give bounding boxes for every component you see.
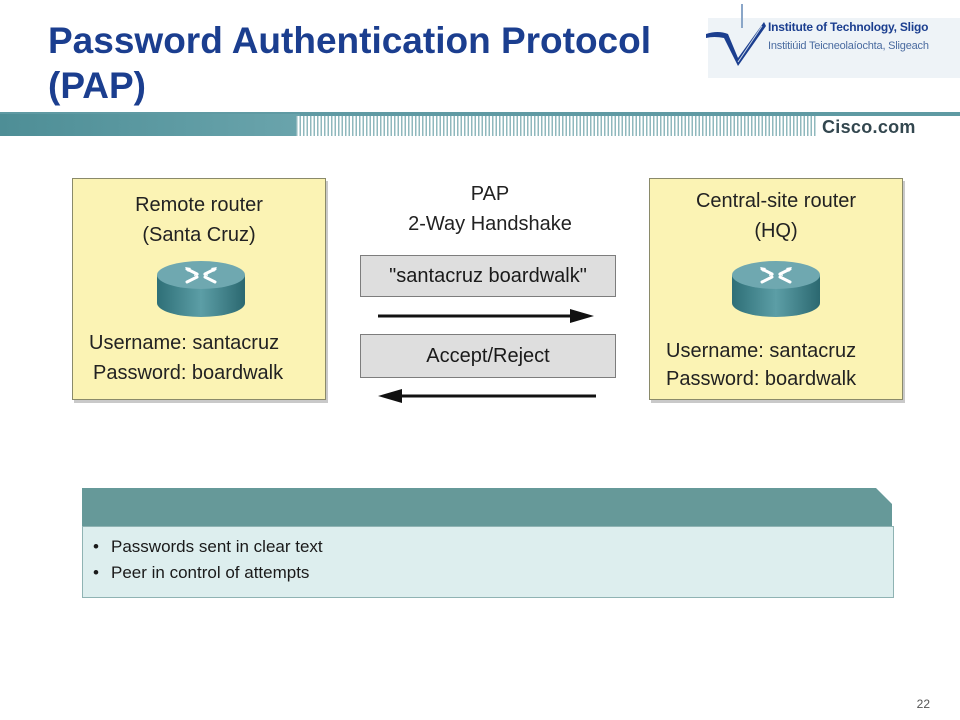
list-item: •Passwords sent in clear text — [93, 537, 323, 556]
central-router-password: Password: boardwalk — [666, 368, 857, 390]
request-message-label: "santacruz boardwalk" — [389, 265, 587, 287]
logo-mark-icon — [706, 4, 766, 66]
page-number: 22 — [916, 697, 930, 711]
remote-router-password: Password: boardwalk — [93, 362, 284, 384]
page-title: Password Authentication Protocol (PAP) — [48, 18, 768, 108]
header-band-strip — [0, 114, 300, 136]
summary-panel-body: •Passwords sent in clear text •Peer in c… — [82, 526, 894, 598]
central-router-username: Username: santacruz — [666, 340, 857, 362]
summary-panel: •Passwords sent in clear text •Peer in c… — [80, 486, 894, 598]
response-message-label: Accept/Reject — [426, 345, 550, 367]
remote-router-username: Username: santacruz — [89, 332, 280, 354]
summary-bullet-text: Peer in control of attempts — [111, 563, 310, 582]
summary-bullet-text: Passwords sent in clear text — [111, 537, 323, 556]
header-band-line — [0, 112, 960, 116]
logo-text-irish: Institiúid Teicneolaíochta, Sligeach — [768, 40, 929, 52]
handshake-protocol-label: PAP — [470, 183, 510, 205]
institute-logo: Institute of Technology, Sligo Institiúi… — [704, 0, 960, 82]
summary-panel-header — [82, 488, 892, 528]
title-line-1: Password Authentication Protocol — [48, 20, 652, 61]
cisco-brand: Cisco.com — [822, 117, 916, 137]
list-item: •Peer in control of attempts — [93, 563, 310, 582]
router-icon — [157, 261, 245, 317]
remote-router-box: Remote router (Santa Cruz) — [72, 178, 326, 400]
central-router-title: Central-site router — [695, 190, 857, 212]
logo-text-english: Institute of Technology, Sligo — [768, 20, 929, 34]
request-message-box: "santacruz boardwalk" — [360, 255, 616, 297]
header-band: Cisco.com — [0, 110, 960, 144]
header-band-barcode — [296, 116, 816, 136]
central-router-location: (HQ) — [754, 220, 798, 242]
handshake-type-label: 2-Way Handshake — [408, 213, 572, 235]
central-router-box: Central-site router (HQ) — [649, 178, 903, 400]
remote-router-location: (Santa Cruz) — [142, 224, 256, 246]
response-message-box: Accept/Reject — [360, 334, 616, 378]
title-line-2: (PAP) — [48, 65, 146, 106]
arrow-left-icon — [378, 389, 596, 403]
router-icon — [732, 261, 820, 317]
arrow-right-icon — [378, 309, 594, 323]
remote-router-title: Remote router — [135, 194, 263, 216]
